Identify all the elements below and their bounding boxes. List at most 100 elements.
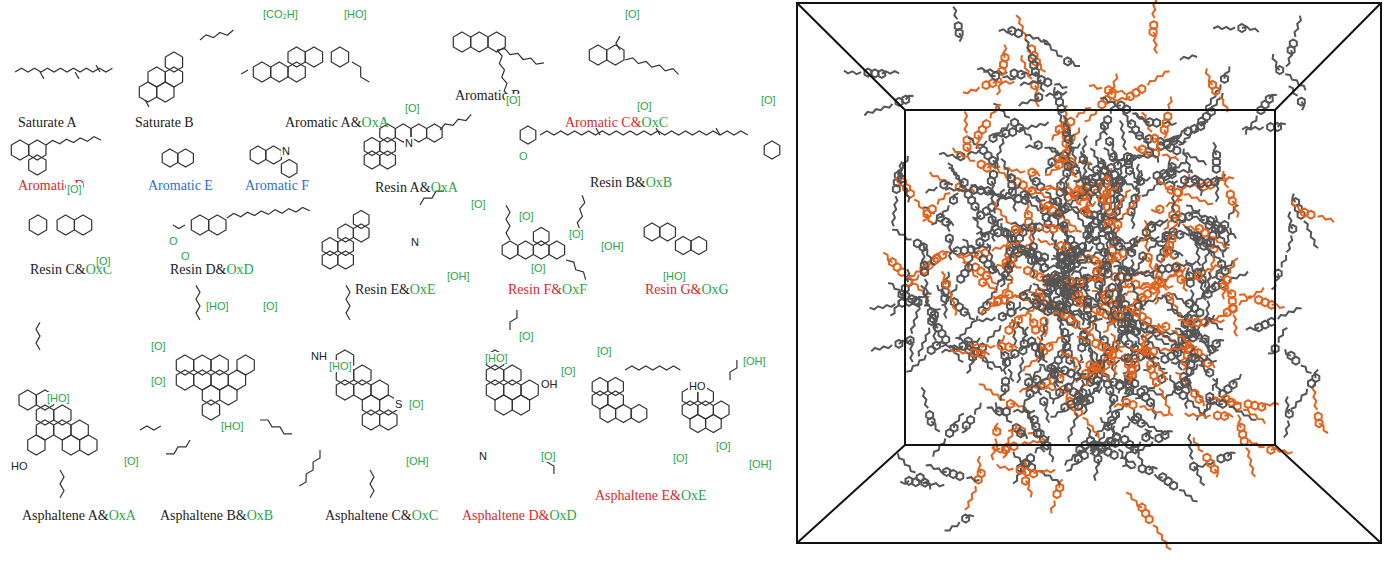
molecule-chain: [1239, 294, 1252, 298]
ring: [380, 410, 397, 430]
ring: [253, 62, 270, 82]
molecule-chain: [1127, 416, 1135, 420]
molecule-chain: [945, 522, 960, 531]
molecule-chain: [1002, 76, 1015, 79]
molecule-ring: [1087, 361, 1094, 369]
molecule-chain: [1205, 265, 1221, 273]
molecule-chain: [1162, 295, 1183, 317]
molecule-chain: [1017, 357, 1023, 383]
molecule-chain: [1130, 283, 1144, 310]
molecule-ring: [1245, 400, 1252, 408]
molecule-chain: [1225, 414, 1234, 417]
molecule-chain: [1155, 138, 1162, 150]
molecule-chain: [1176, 261, 1197, 267]
molecule-chain: [1113, 96, 1130, 101]
molecule-chain: [1054, 87, 1058, 95]
alkyl-chain: [497, 49, 544, 65]
molecule-chain: [1034, 470, 1055, 474]
atom-label: N: [404, 137, 414, 149]
molecule-chain: [992, 295, 1009, 299]
ring: [148, 67, 165, 87]
atom-label: OH: [540, 378, 559, 390]
molecule-ring: [1202, 229, 1209, 237]
alkyl-chain: [173, 225, 185, 229]
molecule-chain: [965, 112, 968, 134]
molecule-chain: [1169, 297, 1181, 315]
molecule-ring: [1063, 305, 1070, 313]
molecule-ring: [1150, 21, 1157, 29]
molecule-ring: [1063, 343, 1070, 351]
atom-label: [O]: [470, 198, 487, 210]
molecule-chain: [977, 135, 980, 148]
simulation-box: [797, 3, 1381, 543]
molecule-chain: [1292, 201, 1305, 213]
atom-label: [O]: [262, 300, 279, 312]
molecule-ring: [1024, 267, 1031, 275]
molecule-chain: [1206, 272, 1210, 294]
ring: [19, 390, 36, 410]
atom-label: [HO]: [343, 8, 368, 20]
molecule-chain: [1018, 306, 1035, 320]
molecule-chain: [1051, 501, 1055, 514]
alkyl-chain: [196, 285, 200, 320]
molecule-chain: [1047, 446, 1053, 463]
molecule-chain: [1096, 126, 1104, 146]
molecule-chain: [1023, 285, 1031, 296]
atom-label: [O]: [672, 452, 689, 464]
molecule-ring: [1104, 116, 1111, 124]
molecule-chain: [1213, 26, 1235, 29]
molecule-chain: [1045, 165, 1059, 175]
molecule-chain: [1045, 265, 1062, 268]
molecule-chain: [968, 150, 980, 155]
molecule-chain: [1041, 319, 1047, 341]
molecule-ring: [1002, 377, 1009, 385]
molecule-chain: [1151, 209, 1160, 212]
molecule-chain: [944, 182, 953, 185]
molecule-chain: [1068, 413, 1077, 443]
molecule-skeletons: [11, 30, 780, 498]
molecule-chain: [1045, 192, 1061, 207]
molecule-chain: [1172, 181, 1175, 211]
molecule-chain: [1195, 180, 1202, 196]
molecule-chain: [1078, 252, 1097, 263]
molecule-ring: [1063, 277, 1070, 285]
molecule-chain: [1085, 211, 1092, 216]
molecule-chain: [1126, 237, 1141, 253]
molecule-chain: [933, 438, 945, 456]
atom-label: [O]: [150, 375, 167, 387]
molecule-chain: [965, 486, 976, 510]
molecule-ring: [1116, 311, 1123, 319]
molecule-ring: [980, 255, 987, 263]
molecule-chain: [1185, 227, 1195, 236]
molecule-ring: [1032, 326, 1039, 334]
molecule-ring: [1010, 442, 1017, 450]
molecule-chain: [1086, 205, 1103, 225]
molecule-ring: [1086, 396, 1093, 404]
ring: [691, 237, 707, 255]
molecule-chain: [995, 138, 1004, 168]
molecule-chain: [1106, 180, 1110, 193]
molecule-ring: [1113, 433, 1120, 441]
atom-label: [CO₂H]: [262, 8, 299, 20]
molecule-chain: [1229, 407, 1257, 420]
molecule-chain: [1024, 394, 1030, 406]
molecule-ring: [1150, 286, 1157, 294]
ring: [354, 365, 371, 385]
molecule-ring: [1158, 265, 1165, 273]
molecule-chain: [1083, 418, 1099, 439]
molecule-chain: [1122, 465, 1135, 468]
ring: [176, 370, 193, 390]
molecule-chain: [899, 162, 902, 179]
molecule-chain: [1030, 246, 1044, 273]
molecule-ring: [1032, 385, 1039, 393]
ring: [502, 241, 518, 259]
molecule-chain: [1209, 251, 1221, 263]
molecule-chain: [1050, 407, 1065, 416]
molecule-chain: [870, 304, 896, 310]
atom-label: [O]: [518, 330, 535, 342]
molecule-chain: [1063, 115, 1073, 144]
molecule-chain: [910, 340, 913, 362]
molecule-chain: [1041, 368, 1061, 385]
molecule-ring: [1020, 347, 1027, 355]
molecule-chain: [1192, 217, 1205, 221]
